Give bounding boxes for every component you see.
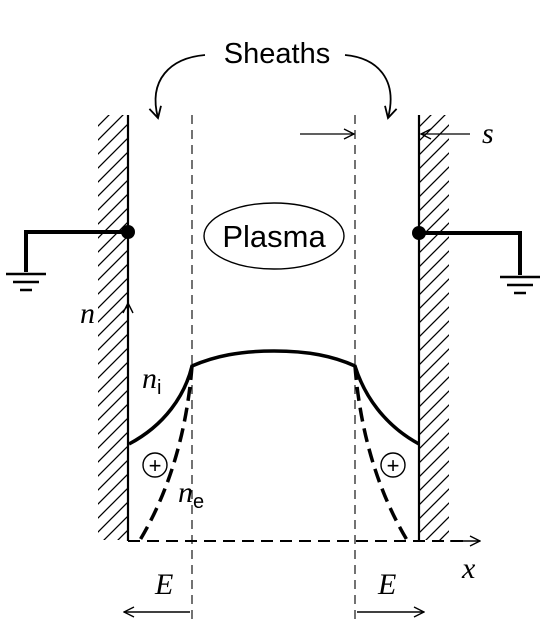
sheath-width-label: s	[482, 117, 494, 150]
e-field-right-label: E	[377, 568, 396, 601]
right-ground-icon	[500, 275, 540, 295]
positive-charge-right-symbol: +	[387, 453, 400, 478]
electron-density-label-base: n	[178, 476, 193, 509]
electron-density-curve-left	[138, 365, 194, 541]
sheaths-label: Sheaths	[224, 38, 330, 70]
right-ground-connection	[412, 226, 522, 275]
e-field-left-label: E	[154, 568, 173, 601]
left-ground-icon	[6, 272, 46, 292]
x-axis-label: x	[461, 552, 476, 585]
left-wall	[98, 115, 130, 541]
positive-charge-right: +	[380, 452, 406, 478]
positive-charge-left-symbol: +	[149, 453, 162, 478]
ion-density-label: ni	[142, 362, 161, 399]
sheaths-right-curved-arrow	[344, 54, 398, 120]
plasma-ellipse	[203, 202, 345, 270]
left-ground-connection	[24, 225, 135, 272]
ion-density-curve	[128, 349, 420, 446]
electron-density-label: ne	[178, 476, 204, 513]
n-axis-label: n	[80, 297, 95, 330]
ion-density-label-base: n	[142, 362, 157, 395]
positive-charge-left: +	[142, 452, 168, 478]
sheaths-left-curved-arrow	[148, 54, 206, 120]
electron-density-curve-right	[353, 365, 409, 541]
right-wall	[417, 115, 449, 541]
ion-density-label-sub: i	[157, 377, 161, 399]
electron-density-label-sub: e	[193, 491, 204, 513]
plasma-label: Plasma	[222, 219, 326, 254]
